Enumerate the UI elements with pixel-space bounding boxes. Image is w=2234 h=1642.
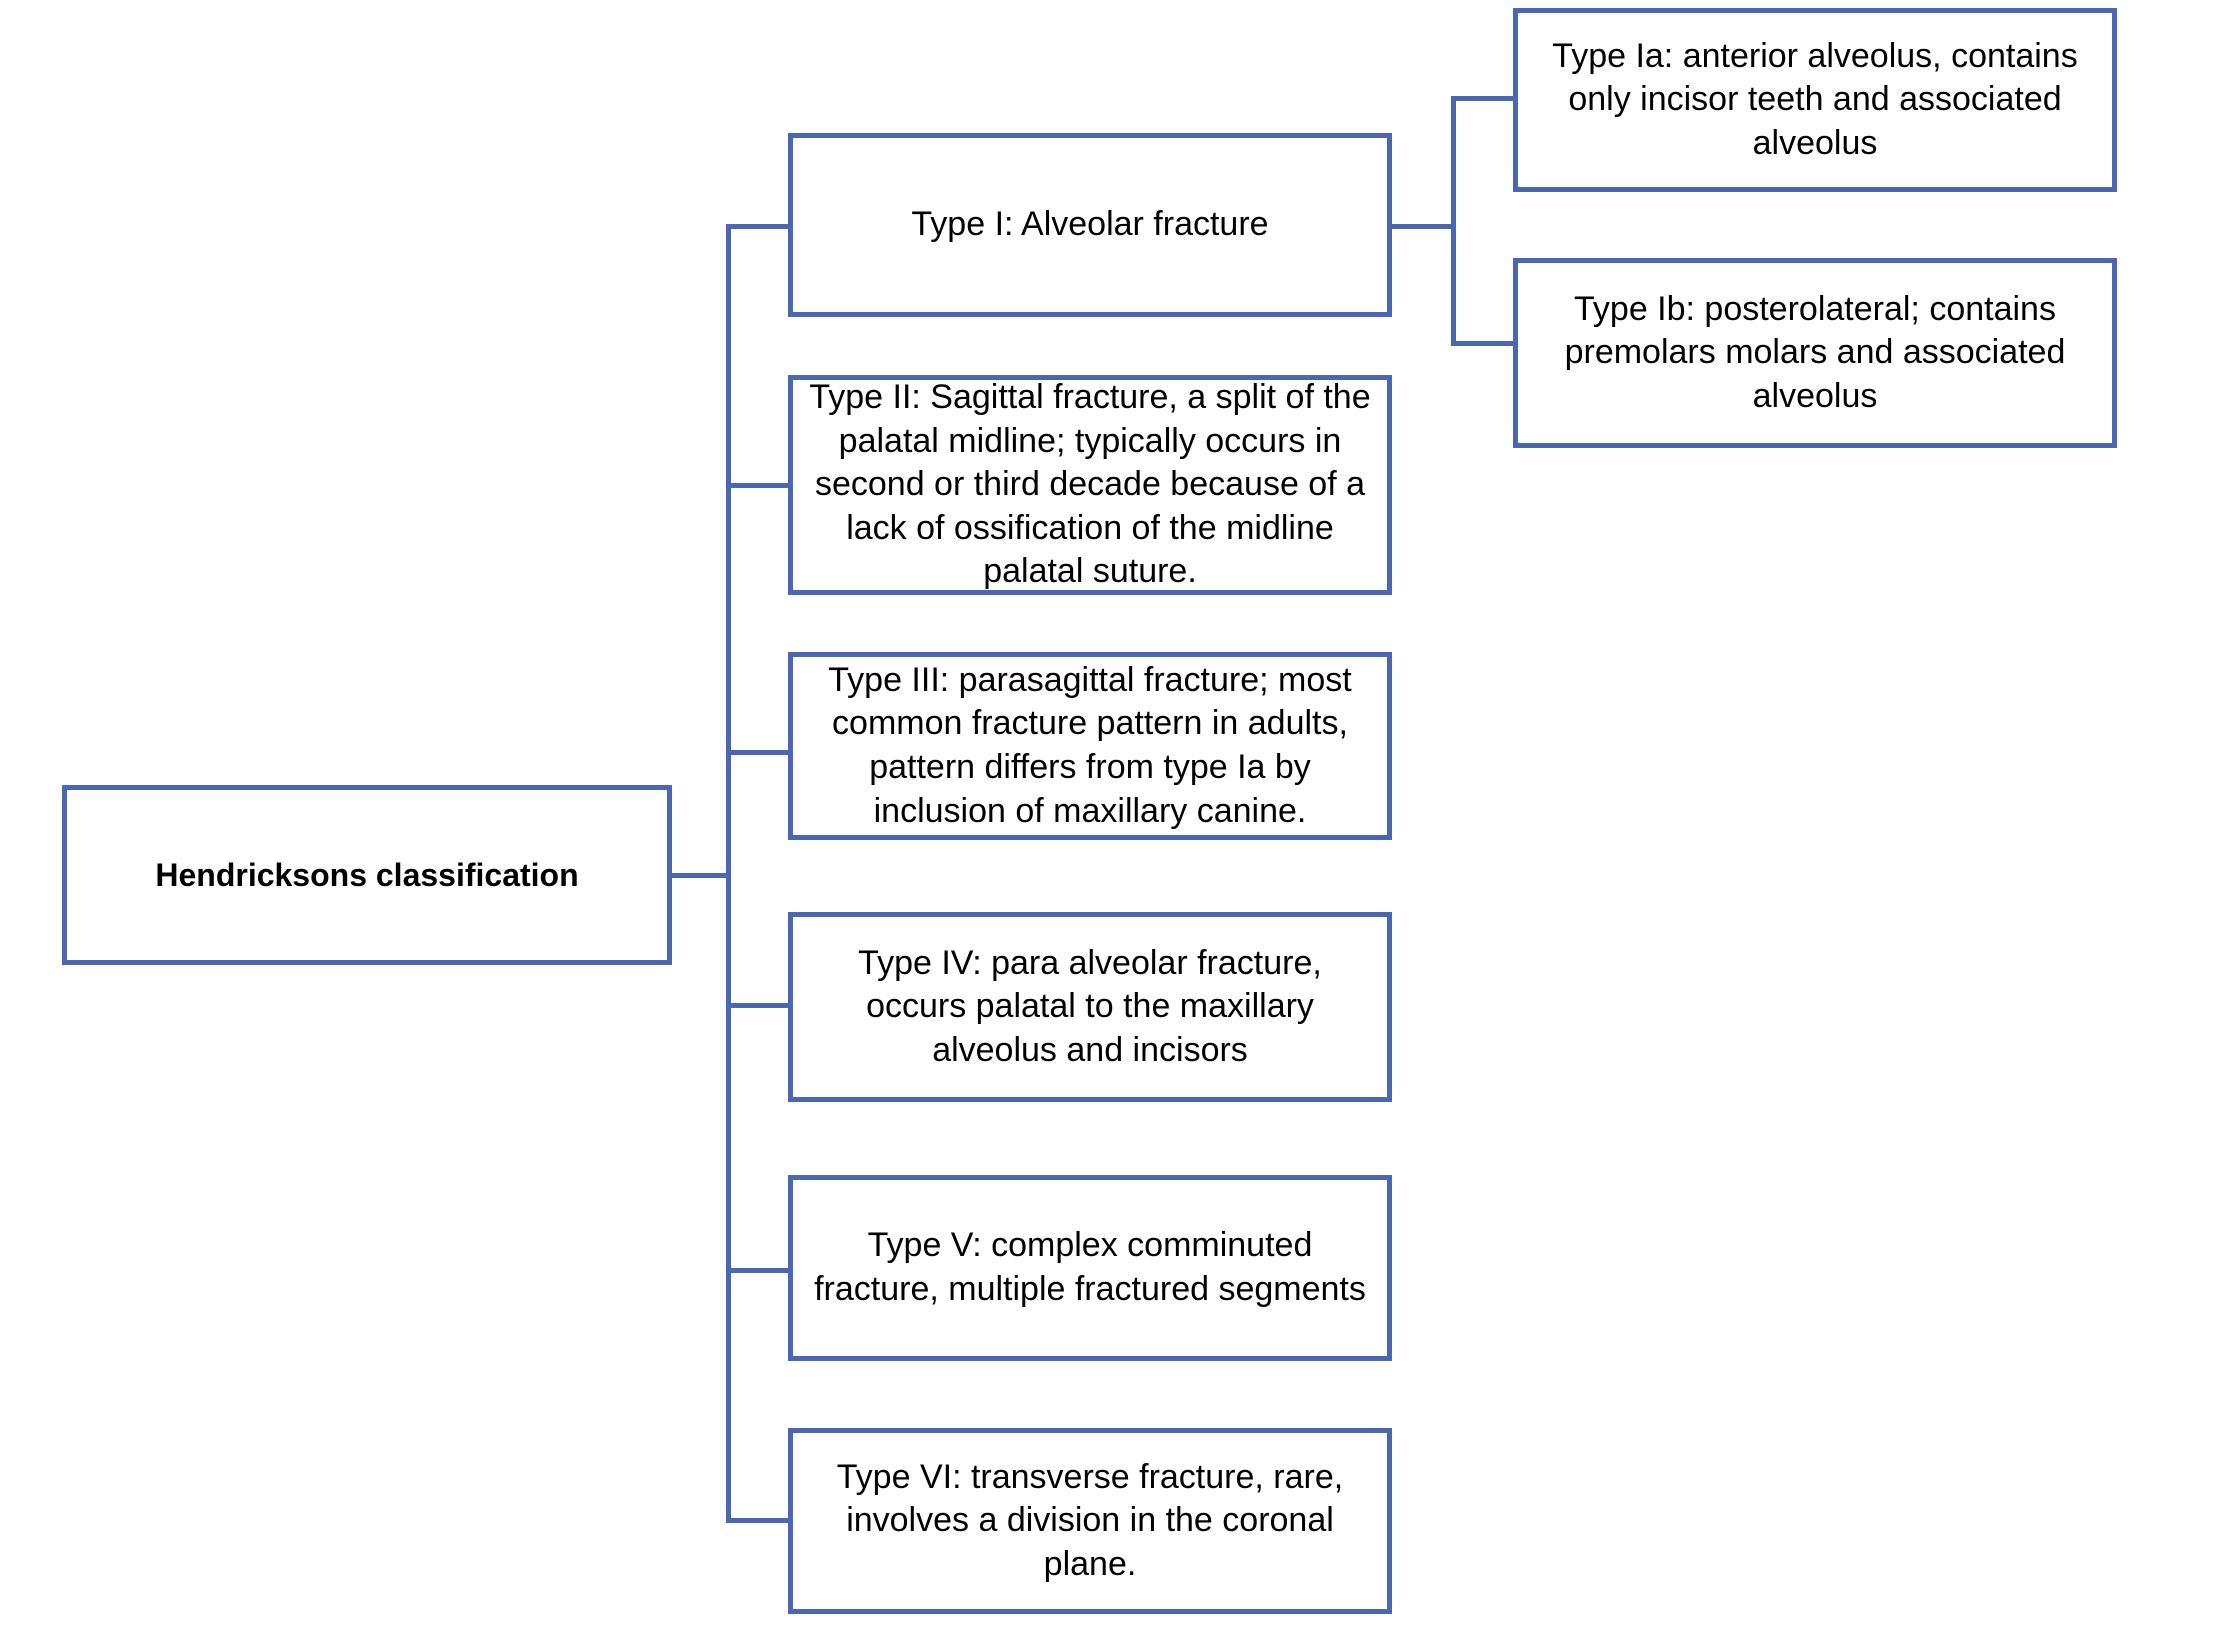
node-type-1[interactable]: Type I: Alveolar fracture: [788, 133, 1392, 317]
node-type-1a[interactable]: Type Ia: anterior alveolus, contains onl…: [1513, 8, 2117, 192]
node-type-3[interactable]: Type III: parasagittal fracture; most co…: [788, 652, 1392, 840]
connector-spine-to-type-1: [726, 224, 788, 229]
connector-subspine-to-type-1a: [1451, 96, 1515, 101]
connector-type-1-to-subspine: [1392, 224, 1456, 229]
node-type-1b[interactable]: Type Ib: posterolateral; contains premol…: [1513, 258, 2117, 448]
connector-spine-to-type-6: [726, 1518, 788, 1523]
connector-spine-to-type-4: [726, 1003, 788, 1008]
node-type-5[interactable]: Type V: complex comminuted fracture, mul…: [788, 1175, 1392, 1361]
node-type-1a-label: Type Ia: anterior alveolus, contains onl…: [1552, 36, 2078, 162]
connector-root-to-spine: [672, 873, 730, 878]
connector-spine-to-type-2: [726, 483, 788, 488]
node-type-1-label: Type I: Alveolar fracture: [911, 205, 1269, 244]
node-type-4-label: Type IV: para alveolar fracture, occurs …: [858, 943, 1322, 1069]
node-type-6[interactable]: Type VI: transverse fracture, rare, invo…: [788, 1428, 1392, 1614]
connector-spine-to-type-3: [726, 750, 788, 755]
node-type-6-label: Type VI: transverse fracture, rare, invo…: [836, 1457, 1344, 1583]
connector-subspine-to-type-1b: [1451, 341, 1515, 346]
node-root-label: Hendricksons classification: [155, 856, 579, 893]
node-root[interactable]: Hendricksons classification: [62, 785, 672, 965]
node-type-1b-label: Type Ib: posterolateral; contains premol…: [1564, 289, 2066, 415]
node-type-4[interactable]: Type IV: para alveolar fracture, occurs …: [788, 912, 1392, 1102]
connector-sub-spine: [1451, 96, 1456, 346]
connector-main-spine: [726, 226, 731, 1521]
connector-spine-to-type-5: [726, 1268, 788, 1273]
node-type-2-label: Type II: Sagittal fracture, a split of t…: [809, 378, 1371, 591]
node-type-3-label: Type III: parasagittal fracture; most co…: [828, 660, 1352, 830]
node-type-2[interactable]: Type II: Sagittal fracture, a split of t…: [788, 375, 1392, 595]
node-type-5-label: Type V: complex comminuted fracture, mul…: [814, 1226, 1366, 1308]
